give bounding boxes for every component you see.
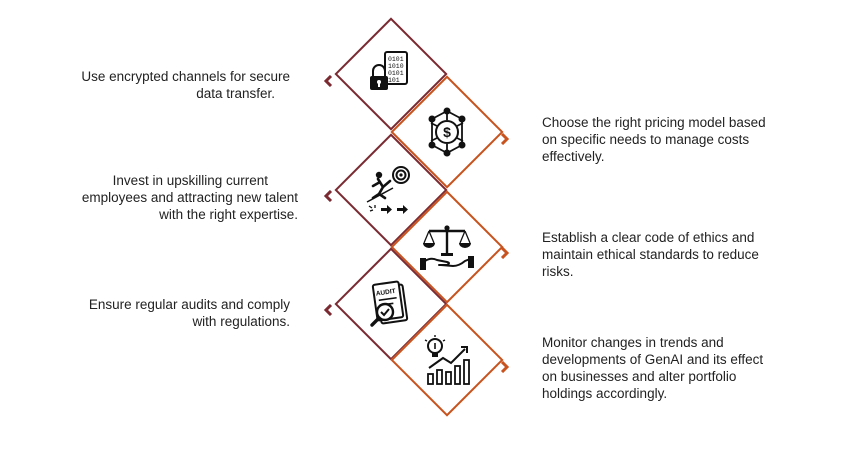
step-1-line-2: data transfer.	[196, 86, 275, 101]
step-2-text: Choose the right pricing model based on …	[542, 114, 812, 165]
audit-icon: AUDIT	[370, 280, 409, 327]
step-3-line-2: employees and attracting new talent	[81, 190, 298, 205]
step-6-line-1: Monitor changes in trends and	[542, 335, 724, 350]
step-3-line-1: Invest in upskilling current	[112, 173, 268, 188]
talent-target-icon	[366, 166, 410, 214]
step-6-text: Monitor changes in trends and developmen…	[542, 334, 812, 402]
step-4-line-1: Establish a clear code of ethics and	[542, 230, 755, 245]
step-4-line-3: risks.	[542, 264, 574, 279]
chevron-left-icon	[323, 304, 333, 316]
step-3-text: Invest in upskilling current employees a…	[28, 172, 298, 223]
binary-line-2: 1010	[388, 63, 404, 70]
audit-label: AUDIT	[375, 288, 396, 298]
ethics-scale-icon	[420, 225, 474, 270]
step-2-line-3: effectively.	[542, 149, 605, 164]
step-4-line-2: maintain ethical standards to reduce	[542, 247, 759, 262]
step-2-line-2: on specific needs to manage costs	[542, 132, 750, 147]
step-3-line-3: with the right expertise.	[159, 207, 298, 222]
binary-line-3: 0101	[388, 70, 404, 77]
step-2-line-1: Choose the right pricing model based	[542, 115, 766, 130]
step-5-line-1: Ensure regular audits and comply	[88, 297, 290, 312]
encryption-icon: 0101 1010 0101 101	[370, 51, 408, 90]
step-6-line-2: developments of GenAI and its effect	[542, 352, 764, 367]
growth-chart-icon	[424, 335, 470, 385]
binary-line-1: 0101	[388, 56, 404, 63]
step-5-line-2: with regulations.	[192, 314, 290, 329]
step-1-text: Use encrypted channels for secure data t…	[20, 68, 290, 102]
chevron-right-icon	[500, 361, 510, 373]
step-4-text: Establish a clear code of ethics and mai…	[542, 229, 812, 280]
chevron-right-icon	[500, 247, 510, 259]
svg-text:$: $	[443, 124, 451, 140]
dollar-network-icon: $	[428, 107, 466, 157]
step-1-line-1: Use encrypted channels for secure	[81, 69, 290, 84]
binary-line-4: 101	[388, 77, 400, 84]
step-6-line-4: holdings accordingly.	[542, 386, 668, 401]
chevron-right-icon	[500, 133, 510, 145]
chevron-left-icon	[323, 75, 333, 87]
chevron-left-icon	[323, 190, 333, 202]
step-5-text: Ensure regular audits and comply with re…	[20, 296, 290, 330]
step-6-line-3: on businesses and alter portfolio	[542, 369, 737, 384]
